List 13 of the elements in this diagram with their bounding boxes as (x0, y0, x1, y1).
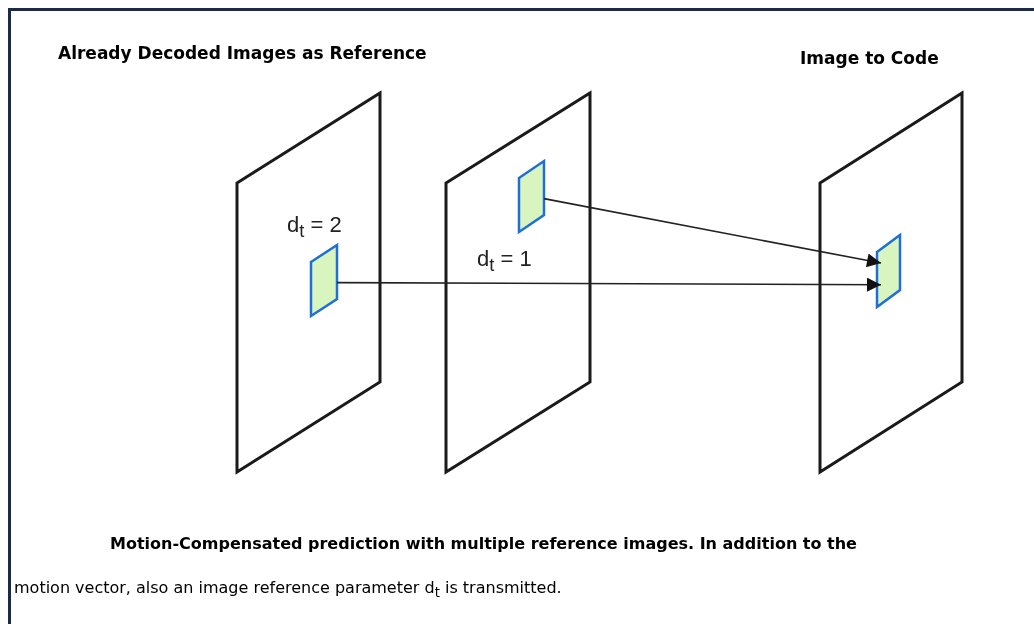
caption: Motion-Compensated prediction with multiple reference images. In addition to the motion vector, also an image reference parameter d$_{t}$ is transmitted. (14, 533, 858, 603)
image-frame (446, 93, 590, 472)
heading: Image to Code (800, 48, 939, 68)
image-block (311, 245, 337, 316)
arrow (543, 197, 882, 268)
distance-label: d$_{t}$ = 2 (287, 212, 342, 243)
arrow (336, 277, 882, 292)
image-frame (820, 93, 962, 472)
image-frame (237, 93, 380, 472)
heading: Already Decoded Images as Reference (58, 43, 427, 63)
image-block (519, 161, 544, 232)
distance-label: d$_{t}$ = 1 (477, 246, 532, 277)
image-block (877, 235, 900, 307)
